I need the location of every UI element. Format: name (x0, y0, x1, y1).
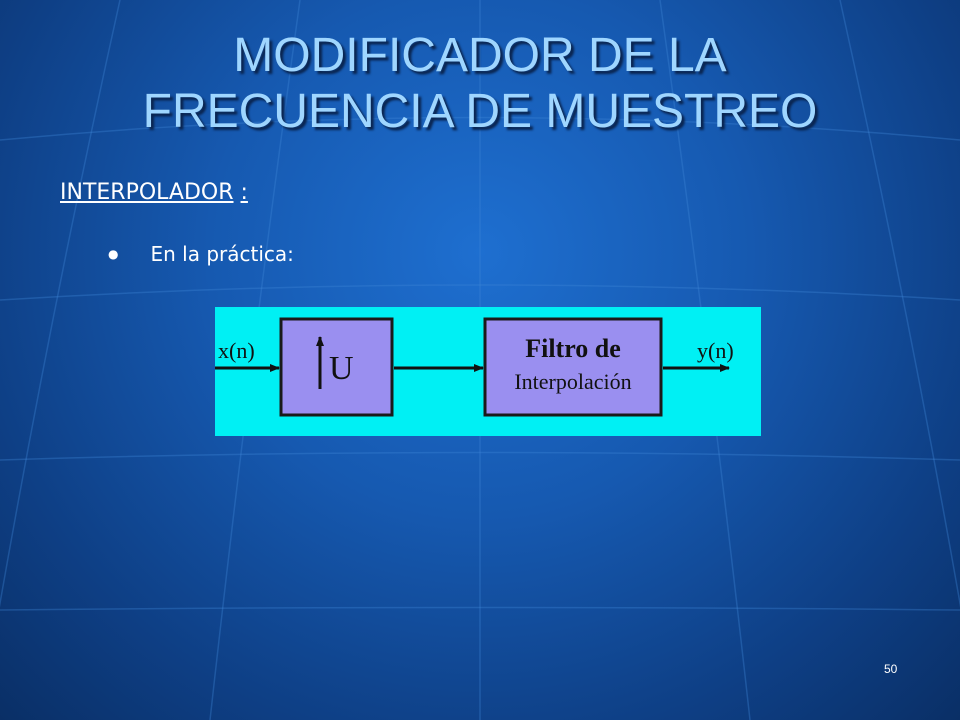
section-heading: INTERPOLADOR : (60, 180, 248, 205)
input-label: x(n) (218, 338, 255, 363)
bullet-text: En la práctica: (150, 242, 294, 266)
page-number: 50 (884, 662, 898, 676)
block-diagram: U Filtro de Interpolación x(n) y(n) (215, 307, 761, 436)
title-line-2: FRECUENCIA DE MUESTREO (142, 85, 818, 138)
section-heading-colon: : (240, 180, 248, 205)
bullet-dot-icon: ● (108, 247, 119, 261)
upsampler-block (279, 317, 394, 417)
upsampler-label: U (329, 350, 354, 387)
slide-title: MODIFICADOR DE LA FRECUENCIA DE MUESTREO (0, 28, 960, 140)
title-line-1: MODIFICADOR DE LA (233, 29, 727, 82)
filter-label-line2: Interpolación (514, 369, 631, 394)
bullet-item: ● En la práctica: (108, 242, 294, 266)
output-label: y(n) (697, 338, 734, 363)
filter-label-line1: Filtro de (525, 334, 621, 363)
section-heading-word: INTERPOLADOR (60, 180, 234, 205)
filter-block (483, 317, 663, 417)
block-diagram-svg: U Filtro de Interpolación x(n) y(n) (215, 317, 734, 417)
